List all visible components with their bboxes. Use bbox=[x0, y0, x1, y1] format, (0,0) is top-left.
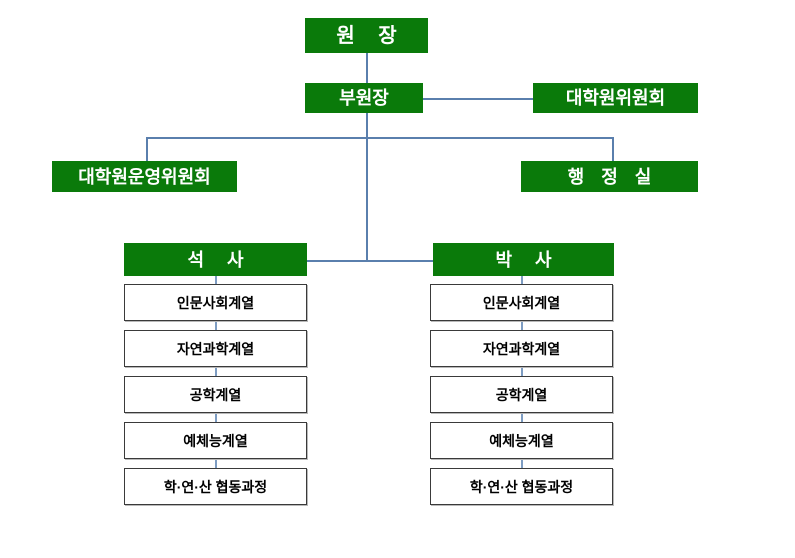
connector-degree-bus bbox=[307, 260, 433, 262]
list-item[interactable]: 공학계열 bbox=[430, 376, 613, 413]
list-item[interactable]: 자연과학계열 bbox=[430, 330, 613, 367]
connector-masters-0 bbox=[215, 275, 217, 284]
list-item[interactable]: 자연과학계열 bbox=[124, 330, 307, 367]
connector-masters-3 bbox=[215, 413, 217, 422]
connector-row3-bus bbox=[146, 137, 614, 139]
list-item[interactable]: 공학계열 bbox=[124, 376, 307, 413]
list-item[interactable]: 인문사회계열 bbox=[124, 284, 307, 321]
connector-vice-to-grad-committee bbox=[423, 98, 533, 100]
connector-masters-2 bbox=[215, 367, 217, 376]
connector-doctoral-0 bbox=[521, 275, 523, 284]
connector-doctoral-4 bbox=[521, 459, 523, 468]
connector-bus-to-steering-committee bbox=[146, 137, 148, 161]
connector-masters-1 bbox=[215, 321, 217, 330]
connector-bus-to-admin-office bbox=[612, 137, 614, 161]
node-graduate-committee[interactable]: 대학원위원회 bbox=[533, 83, 698, 113]
connector-doctoral-1 bbox=[521, 321, 523, 330]
node-vice-director[interactable]: 부원장 bbox=[305, 83, 423, 113]
list-item[interactable]: 예체능계열 bbox=[430, 422, 613, 459]
list-item[interactable]: 예체능계열 bbox=[124, 422, 307, 459]
connector-masters-4 bbox=[215, 459, 217, 468]
node-masters[interactable]: 석 사 bbox=[124, 243, 307, 276]
list-item[interactable]: 인문사회계열 bbox=[430, 284, 613, 321]
node-director[interactable]: 원 장 bbox=[305, 18, 428, 53]
connector-vice-spine bbox=[366, 113, 368, 261]
connector-director-to-vice bbox=[366, 53, 368, 83]
list-item[interactable]: 학·연·산 협동과정 bbox=[430, 468, 613, 505]
node-admin-office[interactable]: 행 정 실 bbox=[521, 161, 698, 192]
node-graduate-steering-committee[interactable]: 대학원운영위원회 bbox=[52, 161, 237, 192]
connector-doctoral-2 bbox=[521, 367, 523, 376]
connector-doctoral-3 bbox=[521, 413, 523, 422]
list-item[interactable]: 학·연·산 협동과정 bbox=[124, 468, 307, 505]
node-doctoral[interactable]: 박 사 bbox=[433, 243, 614, 276]
